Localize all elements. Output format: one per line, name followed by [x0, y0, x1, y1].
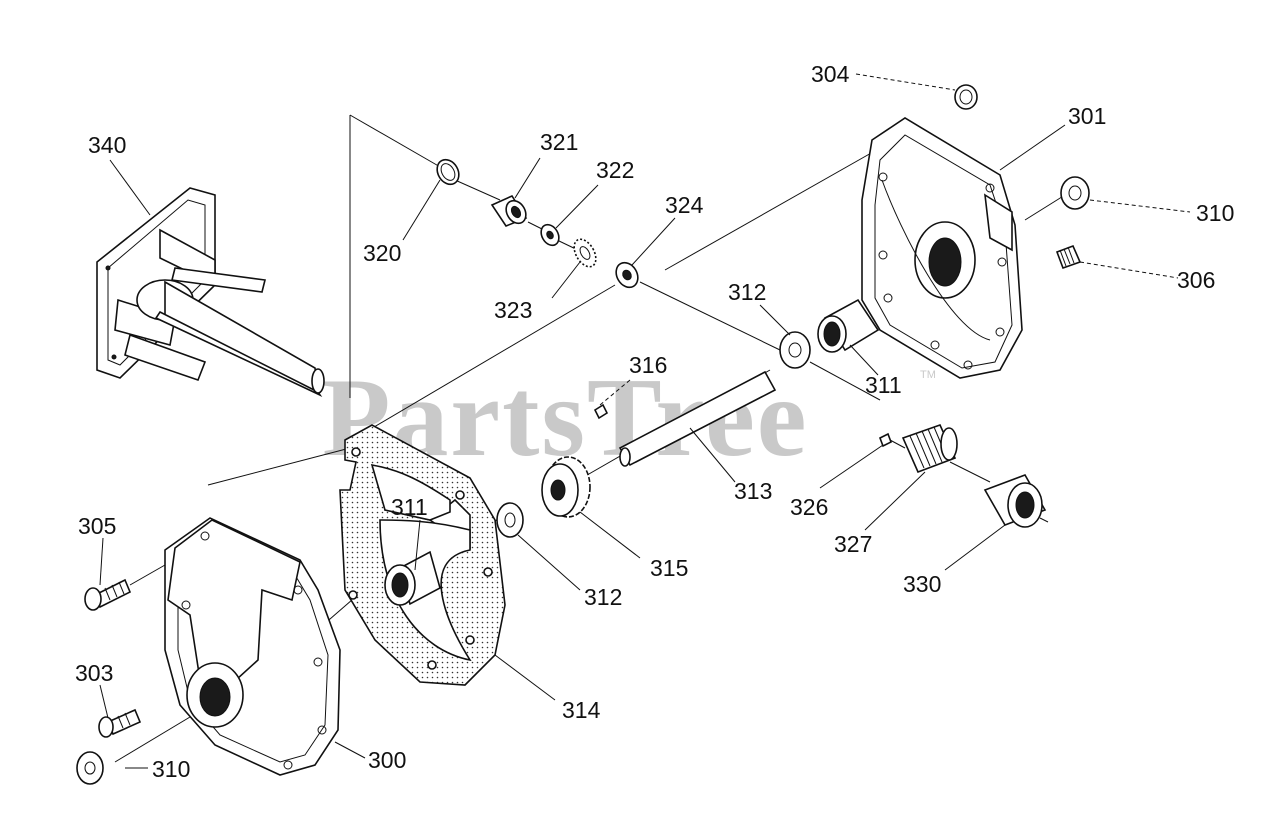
leader-line	[514, 157, 541, 199]
callout-340[interactable]: 340	[88, 132, 126, 158]
callout-301[interactable]: 301	[1068, 103, 1106, 129]
callout-323[interactable]: 323	[494, 297, 532, 323]
part-315-gear[interactable]	[541, 456, 591, 518]
callout-327[interactable]: 327	[834, 531, 872, 557]
part-300-gear-case[interactable]	[164, 517, 341, 776]
leader-line	[819, 444, 884, 489]
leader-line	[579, 511, 641, 559]
leader-line	[414, 519, 421, 571]
leader-line	[99, 684, 109, 719]
leader-line	[759, 304, 791, 336]
part-303-bolt[interactable]	[98, 708, 142, 738]
callout-326[interactable]: 326	[790, 494, 828, 520]
part-311-bearing-upper[interactable]	[817, 298, 880, 353]
callout-311-lower[interactable]: 311	[391, 494, 428, 520]
leader-line	[517, 534, 581, 591]
leader-line	[855, 73, 956, 91]
assembly-line	[349, 114, 443, 169]
assembly-line	[454, 179, 501, 201]
assembly-line	[1024, 194, 1066, 221]
part-326-key[interactable]	[878, 432, 893, 448]
assembly-line	[1039, 517, 1049, 523]
leader-line	[109, 159, 151, 216]
leader-line	[849, 344, 879, 376]
callout-306[interactable]: 306	[1177, 267, 1215, 293]
part-340-bracket[interactable]	[96, 187, 325, 397]
callout-322[interactable]: 322	[596, 157, 634, 183]
part-311-bearing-lower[interactable]	[384, 550, 441, 606]
leader-line	[689, 427, 736, 483]
callout-311-upper[interactable]: 311	[865, 372, 902, 398]
callout-312-lower[interactable]: 312	[584, 584, 622, 610]
part-304-nut[interactable]	[954, 84, 978, 110]
callout-321[interactable]: 321	[540, 129, 578, 155]
part-313-shaft[interactable]	[618, 370, 777, 467]
callout-312-upper[interactable]: 312	[728, 279, 766, 305]
assembly-line	[889, 439, 906, 449]
assembly-line	[664, 147, 881, 271]
assembly-line	[351, 284, 616, 441]
callout-304[interactable]: 304	[811, 61, 850, 87]
callout-320[interactable]: 320	[363, 240, 401, 266]
callout-316[interactable]: 316	[629, 352, 667, 378]
part-310-washer-left[interactable]	[76, 751, 104, 785]
callout-310-left[interactable]: 310	[152, 756, 190, 782]
leader-line	[631, 217, 676, 266]
callout-305[interactable]: 305	[78, 513, 116, 539]
part-301-gear-case[interactable]	[861, 117, 1023, 379]
part-312-washer-lower[interactable]	[496, 502, 524, 538]
callout-300[interactable]: 300	[368, 747, 406, 773]
assembly-line	[207, 447, 351, 486]
part-312-washer-upper[interactable]	[779, 331, 811, 369]
part-305-bolt[interactable]	[84, 578, 132, 611]
leader-line	[494, 654, 556, 701]
part-321-bushing[interactable]	[490, 194, 530, 227]
leader-line	[1079, 261, 1179, 279]
part-327-worm[interactable]	[901, 424, 958, 474]
assembly-line	[949, 461, 991, 483]
part-323-lockwasher[interactable]	[570, 236, 601, 271]
callout-303[interactable]: 303	[75, 660, 113, 686]
callout-314[interactable]: 314	[562, 697, 601, 723]
callout-310-right[interactable]: 310	[1196, 200, 1234, 226]
watermark-trademark: TM	[920, 369, 936, 381]
callout-324[interactable]: 324	[665, 192, 704, 218]
part-310-washer-right[interactable]	[1060, 176, 1090, 210]
leader-line	[334, 741, 366, 759]
callout-330[interactable]: 330	[903, 571, 941, 597]
part-320-ring[interactable]	[433, 156, 463, 189]
leader-line	[1089, 199, 1191, 213]
leader-line	[555, 184, 599, 229]
part-330-bearing[interactable]	[983, 474, 1047, 528]
part-316-key[interactable]	[593, 403, 609, 420]
callout-315[interactable]: 315	[650, 555, 688, 581]
leader-line	[999, 124, 1066, 171]
part-306-setscrew[interactable]	[1055, 244, 1082, 270]
leader-line	[944, 524, 1006, 571]
leader-line	[551, 261, 581, 299]
callout-313[interactable]: 313	[734, 478, 772, 504]
part-324-washer[interactable]	[612, 259, 642, 292]
leader-line	[402, 179, 441, 241]
assembly-line	[639, 281, 781, 351]
assembly-line	[809, 361, 881, 401]
part-322-washer[interactable]	[538, 221, 563, 248]
leader-line	[99, 537, 104, 586]
leader-line	[864, 471, 926, 531]
